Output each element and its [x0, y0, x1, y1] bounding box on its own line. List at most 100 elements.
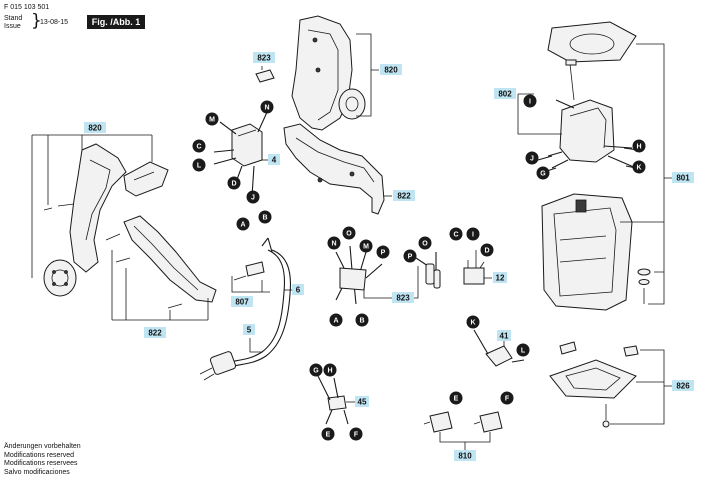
- connector-letter-N1: N: [264, 105, 269, 112]
- part-number-p820b: 820: [88, 124, 102, 133]
- issue-label: Issue: [4, 23, 21, 30]
- part-badge-p802: 802: [494, 88, 516, 99]
- top-cover-ring: [547, 21, 637, 63]
- component-12: [463, 250, 485, 285]
- connector-letter-E7: E: [454, 396, 459, 403]
- connector-letter-L1: L: [197, 163, 202, 170]
- part-badge-p810: 810: [454, 450, 476, 461]
- connector-marker-C1: C: [192, 139, 206, 153]
- part-badge-p823a: 823: [253, 52, 275, 63]
- part-number-p810: 810: [458, 452, 472, 461]
- part-badge-p807: 807: [231, 296, 253, 307]
- part-number-p45: 45: [358, 398, 367, 407]
- connector-marker-M1: M: [205, 112, 219, 126]
- stand-label: Stand: [4, 15, 23, 22]
- connector-marker-J1: J: [246, 190, 260, 204]
- connector-letter-J4: J: [530, 156, 534, 163]
- modification-notes: Änderungen vorbehalten Modifications res…: [4, 443, 81, 477]
- part-number-p822a: 822: [397, 192, 411, 201]
- connector-marker-D3: D: [480, 243, 494, 257]
- part-badge-p6: 6: [292, 284, 304, 295]
- cable-clamp-807: [233, 261, 265, 281]
- connector-marker-F7: F: [500, 391, 514, 405]
- screw-802: [565, 59, 577, 101]
- component-45: [317, 375, 349, 425]
- part-number-p823b: 823: [396, 294, 410, 303]
- part-number-p4: 4: [272, 156, 277, 165]
- handle-lower-right: [283, 123, 385, 215]
- connector-letter-K5: K: [470, 320, 475, 327]
- connector-letter-L5: L: [521, 348, 526, 355]
- part-badge-p5: 5: [243, 324, 255, 335]
- part-badge-p822a: 822: [393, 190, 415, 201]
- connector-letter-G6: G: [313, 368, 319, 375]
- connector-marker-J4: J: [525, 151, 539, 165]
- connector-letter-I3: I: [472, 232, 474, 239]
- part-number-p12: 12: [496, 274, 505, 283]
- figure-badge: Fig. /Abb. 1: [87, 15, 145, 29]
- connector-letter-I4: I: [529, 99, 531, 106]
- component-41: [473, 329, 525, 367]
- connector-marker-P3: P: [403, 249, 417, 263]
- connector-marker-E6: E: [321, 427, 335, 441]
- connector-marker-E7: E: [449, 391, 463, 405]
- connector-letter-A2: A: [333, 318, 338, 325]
- part-badges: 8208208238234822822807658028011241458108…: [84, 52, 694, 461]
- connector-marker-M2: M: [359, 239, 373, 253]
- connector-marker-B2: B: [355, 313, 369, 327]
- note-english: Modifications reserved: [4, 451, 75, 459]
- connector-marker-L5: L: [516, 343, 530, 357]
- connector-marker-H6: H: [323, 363, 337, 377]
- part-badge-p801: 801: [672, 172, 694, 183]
- handle-half-top: [291, 15, 366, 131]
- connector-letter-O2: O: [346, 231, 352, 238]
- connector-marker-L1: L: [192, 158, 206, 172]
- connector-marker-K5: K: [466, 315, 480, 329]
- connector-marker-O2: O: [342, 226, 356, 240]
- brace-glyph: }: [31, 11, 42, 31]
- connector-letter-F7: F: [505, 396, 510, 403]
- note-french: Modifications reservees: [4, 460, 78, 468]
- note-spanish: Salvo modificaciones: [4, 468, 70, 476]
- note-german: Änderungen vorbehalten: [4, 443, 81, 450]
- connector-marker-G6: G: [309, 363, 323, 377]
- part-number-p807: 807: [235, 298, 249, 307]
- small-part-823-top: [255, 66, 275, 83]
- connector-marker-G4: G: [536, 166, 550, 180]
- connector-letter-E6: E: [326, 432, 331, 439]
- connector-letter-C1: C: [196, 144, 201, 151]
- part-badge-p823b: 823: [392, 292, 414, 303]
- connector-pair: [415, 252, 441, 289]
- part-badge-p4: 4: [268, 154, 280, 165]
- connector-letter-P3: P: [408, 254, 413, 261]
- part-number-p802: 802: [498, 90, 512, 99]
- connector-marker-N1: N: [260, 100, 274, 114]
- connector-marker-H4: H: [632, 139, 646, 153]
- part-badge-p826: 826: [672, 380, 694, 391]
- issue-date: 13-08-15: [40, 19, 69, 26]
- connector-letter-K4: K: [636, 165, 641, 172]
- connector-letter-N2: N: [331, 241, 336, 248]
- wire-bundle-823: [261, 237, 383, 305]
- connector-marker-P2: P: [376, 245, 390, 259]
- connector-marker-A1: A: [236, 217, 250, 231]
- motor-housing: [541, 193, 633, 311]
- connector-letter-D1: D: [231, 181, 236, 188]
- field-coil: [547, 99, 637, 169]
- part-number-p822b: 822: [148, 329, 162, 338]
- part-badge-p45: 45: [355, 396, 369, 407]
- connector-letter-B1: B: [262, 215, 267, 222]
- connector-marker-I4: I: [523, 94, 537, 108]
- handle-lower-left: [123, 215, 217, 303]
- terminals-810: [423, 411, 503, 433]
- part-badge-p12: 12: [493, 272, 507, 283]
- part-number-p5: 5: [247, 326, 252, 335]
- connector-letter-B2: B: [359, 318, 364, 325]
- part-number-p823a: 823: [257, 54, 271, 63]
- connector-marker-A2: A: [329, 313, 343, 327]
- connector-marker-D1: D: [227, 176, 241, 190]
- part-badge-p41: 41: [497, 330, 511, 341]
- document-number: F 015 103 501: [4, 4, 50, 11]
